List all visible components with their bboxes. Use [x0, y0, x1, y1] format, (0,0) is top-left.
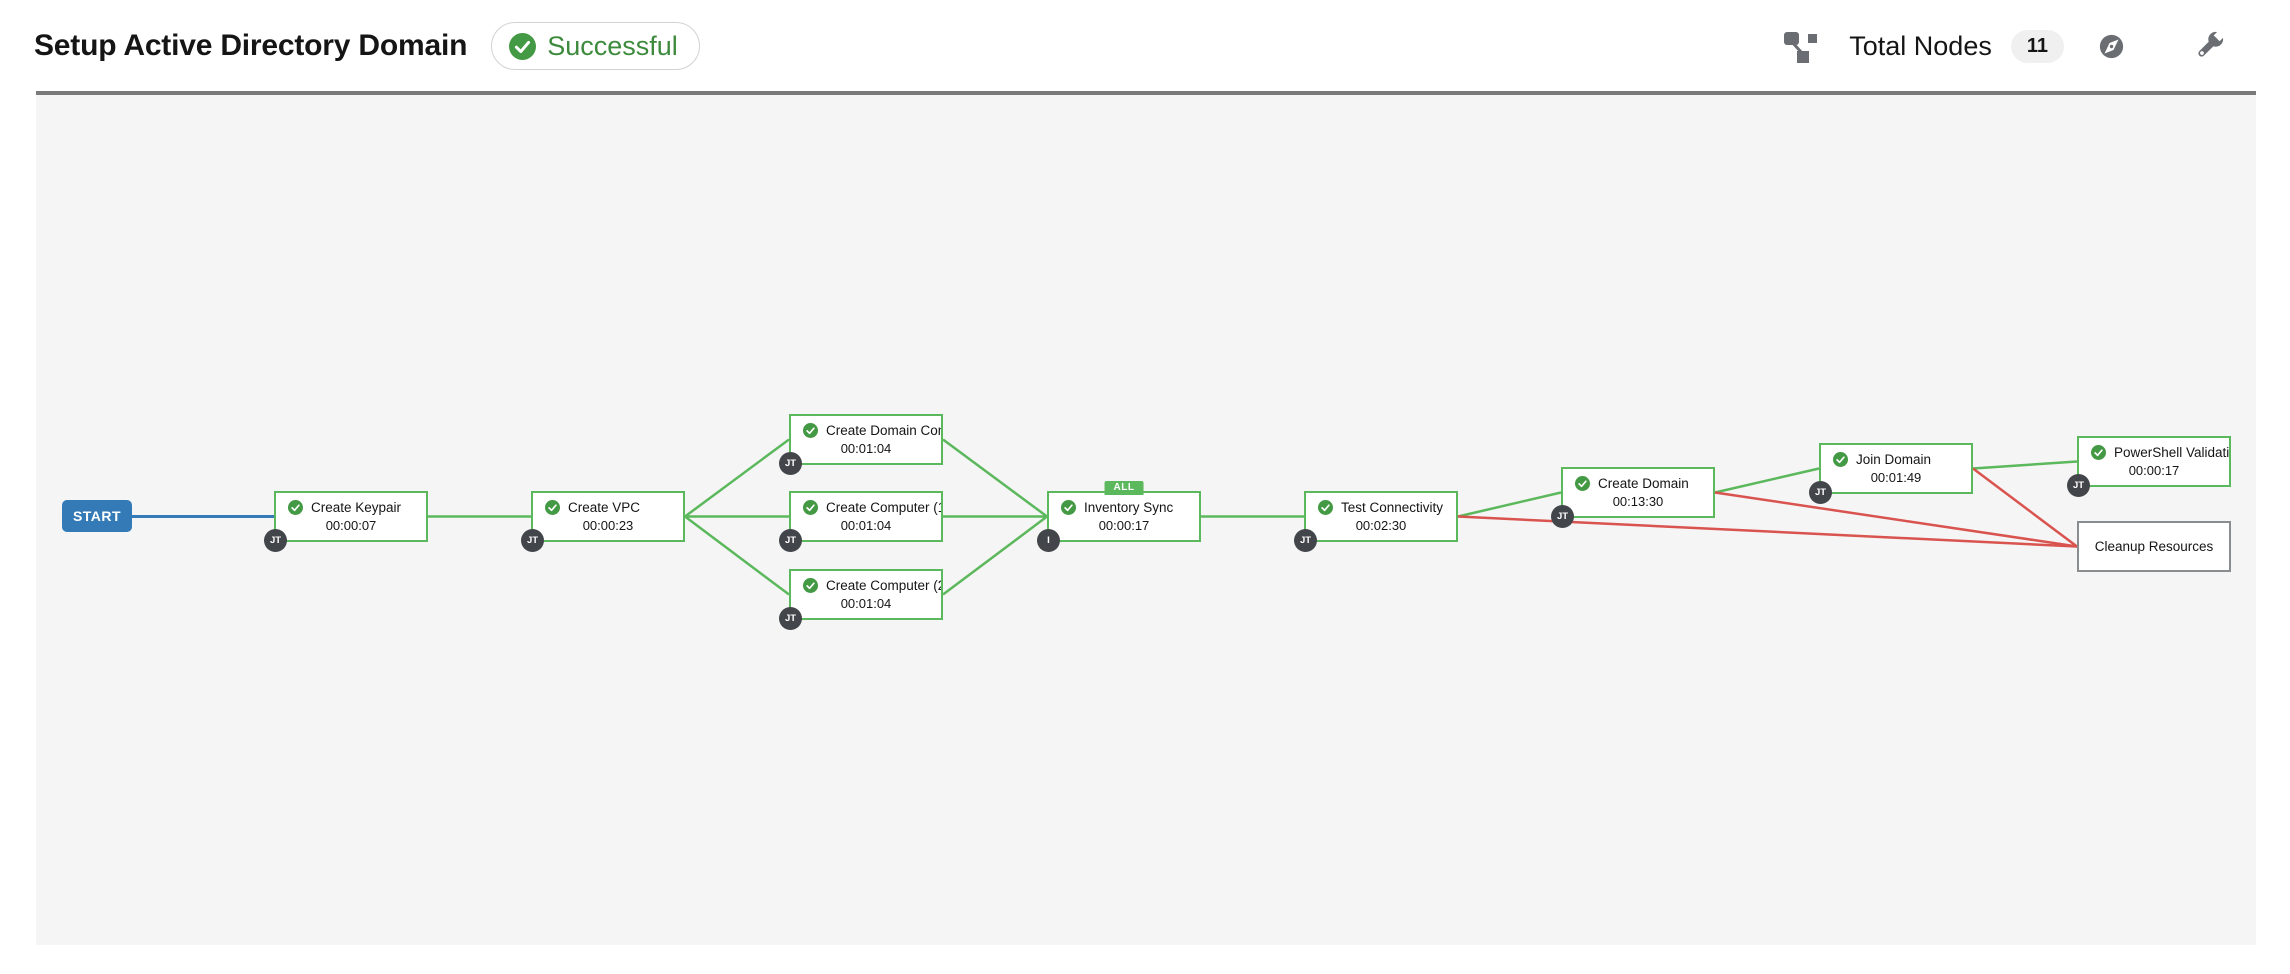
success-check-icon — [803, 423, 818, 438]
node-elapsed-time: 00:02:30 — [1355, 518, 1407, 533]
node-label: Create Keypair — [311, 500, 402, 515]
workflow-node-powershell-validation[interactable]: PowerShell Validation 00:00:17 JT — [2067, 436, 2231, 497]
success-check-icon — [288, 500, 303, 515]
node-elapsed-time: 00:00:17 — [1098, 518, 1150, 533]
success-check-icon — [2091, 445, 2106, 460]
success-check-icon — [1833, 452, 1848, 467]
inventory-source-badge: I — [1037, 529, 1060, 552]
node-elapsed-time: 00:00:07 — [325, 518, 377, 533]
node-label: Create Domain — [1598, 476, 1689, 491]
workflow-node-create-computer-1[interactable]: Create Computer (1) 00:01:04 JT — [779, 491, 943, 552]
node-label: Create Domain Contr... — [826, 423, 941, 438]
job-template-badge: JT — [2067, 474, 2090, 497]
success-check-icon — [545, 500, 560, 515]
node-label: Inventory Sync — [1084, 500, 1174, 515]
workflow-edge-create-domain-controller-to-inventory-sync — [942, 438, 1048, 518]
workflow-edge-create-domain-to-join-domain — [1714, 467, 1820, 494]
header-separator — [36, 91, 2256, 95]
workflow-edge-create-domain-to-cleanup-resources — [1714, 491, 2078, 548]
job-template-badge: JT — [1551, 505, 1574, 528]
node-label: PowerShell Validation — [2114, 445, 2229, 460]
node-label: Create Computer (1) — [826, 500, 941, 515]
workflow-node-test-connectivity[interactable]: Test Connectivity 00:02:30 JT — [1294, 491, 1458, 552]
job-template-badge: JT — [1294, 529, 1317, 552]
node-label: Cleanup Resources — [2094, 539, 2214, 554]
success-check-icon — [509, 32, 537, 60]
workflow-node-create-domain-controller[interactable]: Create Domain Contr... 00:01:04 JT — [779, 414, 943, 475]
workflow-edge-create-computer-2-to-inventory-sync — [942, 515, 1048, 596]
workflow-edge-join-domain-to-cleanup-resources — [1972, 467, 2078, 548]
workflow-node-create-keypair[interactable]: Create Keypair 00:00:07 JT — [264, 491, 428, 552]
workflow-node-create-domain[interactable]: Create Domain 00:13:30 JT — [1551, 467, 1715, 528]
workflow-node-inventory-sync[interactable]: Inventory Sync 00:00:17 ALL I — [1037, 481, 1201, 552]
job-template-badge: JT — [779, 529, 802, 552]
node-elapsed-time: 00:01:04 — [840, 518, 892, 533]
workflow-edge-create-vpc-to-create-computer-2 — [684, 515, 790, 596]
node-elapsed-time: 00:01:04 — [840, 441, 892, 456]
workflow-node-create-vpc[interactable]: Create VPC 00:00:23 JT — [521, 491, 685, 552]
workflow-edge-test-connectivity-to-create-domain — [1457, 491, 1562, 518]
page-title: Setup Active Directory Domain — [34, 29, 468, 62]
workflow-canvas[interactable]: START Create Keypair 00:00:07 JT Create … — [36, 95, 2256, 945]
start-node[interactable]: START — [62, 500, 132, 532]
status-badge[interactable]: Successful — [491, 22, 700, 70]
job-template-badge: JT — [521, 529, 544, 552]
node-elapsed-time: 00:13:30 — [1612, 494, 1664, 509]
workflow-node-join-domain[interactable]: Join Domain 00:01:49 JT — [1809, 443, 1973, 504]
success-check-icon — [803, 578, 818, 593]
node-label: Join Domain — [1856, 452, 1932, 467]
workflow-edges — [132, 438, 2078, 596]
workflow-header: Setup Active Directory Domain Successful… — [0, 0, 2290, 92]
success-check-icon — [1061, 500, 1076, 515]
convergence-all-badge: ALL — [1104, 481, 1144, 495]
legend-compass-button[interactable] — [2096, 31, 2127, 62]
topology-icon — [1781, 26, 1821, 66]
success-check-icon — [1575, 476, 1590, 491]
job-template-badge: JT — [779, 452, 802, 475]
workflow-edge-create-vpc-to-create-domain-controller — [684, 438, 790, 518]
workflow-node-create-computer-2[interactable]: Create Computer (2) 00:01:04 JT — [779, 569, 943, 630]
job-template-badge: JT — [779, 607, 802, 630]
job-template-badge: JT — [1809, 481, 1832, 504]
node-elapsed-time: 00:01:49 — [1870, 470, 1922, 485]
node-elapsed-time: 00:00:23 — [582, 518, 634, 533]
total-nodes-label: Total Nodes — [1849, 30, 1992, 61]
workflow-edge-join-domain-to-powershell-validation — [1972, 460, 2078, 470]
node-elapsed-time: 00:01:04 — [840, 596, 892, 611]
node-label: Create VPC — [568, 500, 641, 515]
status-label: Successful — [547, 30, 678, 61]
success-check-icon — [1318, 500, 1333, 515]
success-check-icon — [803, 500, 818, 515]
tools-wrench-button[interactable] — [2190, 28, 2227, 65]
job-template-badge: JT — [264, 529, 287, 552]
node-label: Test Connectivity — [1341, 500, 1444, 515]
node-elapsed-time: 00:00:17 — [2128, 463, 2180, 478]
workflow-node-cleanup-resources[interactable]: Cleanup Resources — [2077, 521, 2231, 572]
node-label: Create Computer (2) — [826, 578, 941, 593]
total-nodes-count: 11 — [2010, 29, 2064, 63]
